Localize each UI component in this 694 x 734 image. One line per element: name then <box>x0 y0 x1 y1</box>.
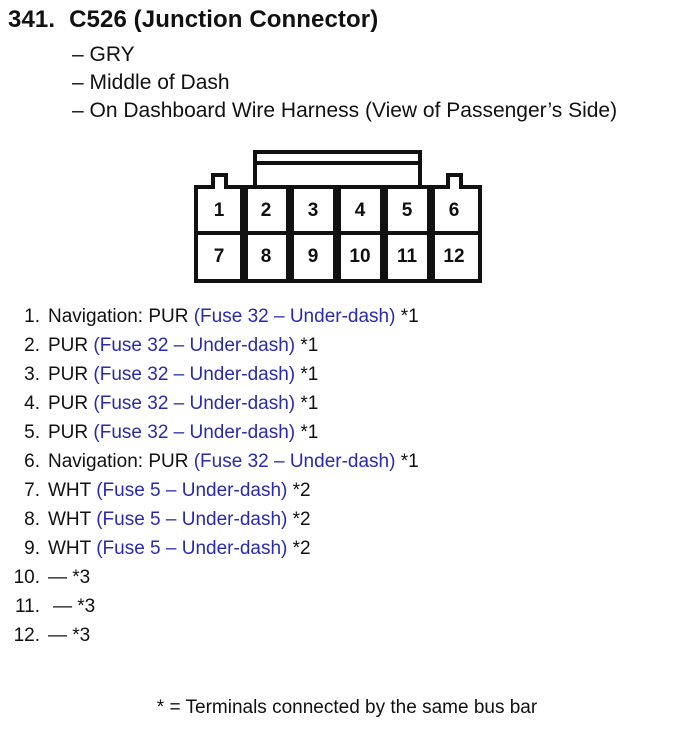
pin-description: Navigation: PUR <box>48 451 189 472</box>
pin-fuse: (Fuse 5 – Under-dash) <box>96 538 288 559</box>
pin-fuse: (Fuse 32 – Under-dash) <box>193 306 396 327</box>
pin-fuse: (Fuse 5 – Under-dash) <box>96 480 288 501</box>
pin-fuse: (Fuse 32 – Under-dash) <box>93 393 296 414</box>
terminal-3: 3 <box>308 200 319 221</box>
pin-description: WHT <box>48 538 91 559</box>
terminal-8: 8 <box>261 246 272 267</box>
pin-description: Navigation: PUR <box>48 306 189 327</box>
connector-attributes: – GRY – Middle of Dash – On Dashboard Wi… <box>72 41 617 125</box>
pin-number: 12. <box>13 625 40 646</box>
pin-fuse: (Fuse 32 – Under-dash) <box>93 335 296 356</box>
pin-description: — <box>48 625 67 646</box>
connector-title: 341. C526 (Junction Connector) <box>8 6 378 34</box>
pin-number: 7. <box>24 480 40 501</box>
attribute-harness: – On Dashboard Wire Harness (View of Pas… <box>72 99 618 122</box>
pin-description: PUR <box>48 364 89 385</box>
terminal-5: 5 <box>402 200 413 221</box>
pin-note: *1 <box>400 451 419 472</box>
terminal-10: 10 <box>349 246 370 267</box>
pin-description: PUR <box>48 335 89 356</box>
pin-number: 2. <box>24 335 40 356</box>
pin-number: 4. <box>24 393 40 414</box>
pin-description: — <box>48 567 67 588</box>
pin-note: *3 <box>77 596 96 617</box>
pin-fuse: (Fuse 32 – Under-dash) <box>93 422 296 443</box>
pin-note: *2 <box>292 538 311 559</box>
pin-number: 5. <box>24 422 40 443</box>
pin-note: *2 <box>292 509 311 530</box>
pin-number: 9. <box>24 538 40 559</box>
connector-face-diagram: 1 2 3 4 5 6 7 8 9 10 11 12 <box>194 150 482 283</box>
pin-number: 10. <box>13 567 40 588</box>
pin-fuse: (Fuse 32 – Under-dash) <box>193 451 396 472</box>
pin-note: *1 <box>400 306 419 327</box>
connector-body <box>194 173 482 283</box>
pin-note: *1 <box>300 393 319 414</box>
cell-dividers <box>240 187 435 281</box>
pin-note: *3 <box>72 567 91 588</box>
terminal-12: 12 <box>443 246 464 267</box>
pin-number: 1. <box>24 306 40 327</box>
pin-note: *3 <box>72 625 91 646</box>
pin-description: PUR <box>48 393 89 414</box>
pin-number: 11. <box>14 596 40 617</box>
terminal-2: 2 <box>261 200 272 221</box>
terminal-1: 1 <box>214 200 225 221</box>
terminal-7: 7 <box>214 246 225 267</box>
pin-note: *1 <box>300 335 319 356</box>
pin-description: — <box>53 596 72 617</box>
connector-latch <box>253 150 422 187</box>
connector-name: C526 (Junction Connector) <box>69 6 379 33</box>
terminal-6: 6 <box>449 200 460 221</box>
pin-note: *1 <box>300 364 319 385</box>
terminal-4: 4 <box>355 200 366 221</box>
pin-fuse: (Fuse 5 – Under-dash) <box>96 509 288 530</box>
pin-number: 3. <box>24 364 40 385</box>
pin-note: *2 <box>292 480 311 501</box>
section-number: 341. <box>8 6 56 33</box>
pin-note: *1 <box>300 422 319 443</box>
pin-description: WHT <box>48 509 91 530</box>
pin-description: WHT <box>48 480 91 501</box>
pin-number: 8. <box>24 509 40 530</box>
attribute-color: – GRY <box>72 43 135 66</box>
attribute-location: – Middle of Dash <box>72 71 230 94</box>
terminal-11: 11 <box>397 246 418 267</box>
pin-description: PUR <box>48 422 89 443</box>
pin-fuse: (Fuse 32 – Under-dash) <box>93 364 296 385</box>
pin-number: 6. <box>24 451 40 472</box>
bus-bar-footnote: * = Terminals connected by the same bus … <box>156 697 538 718</box>
terminal-9: 9 <box>308 246 319 267</box>
